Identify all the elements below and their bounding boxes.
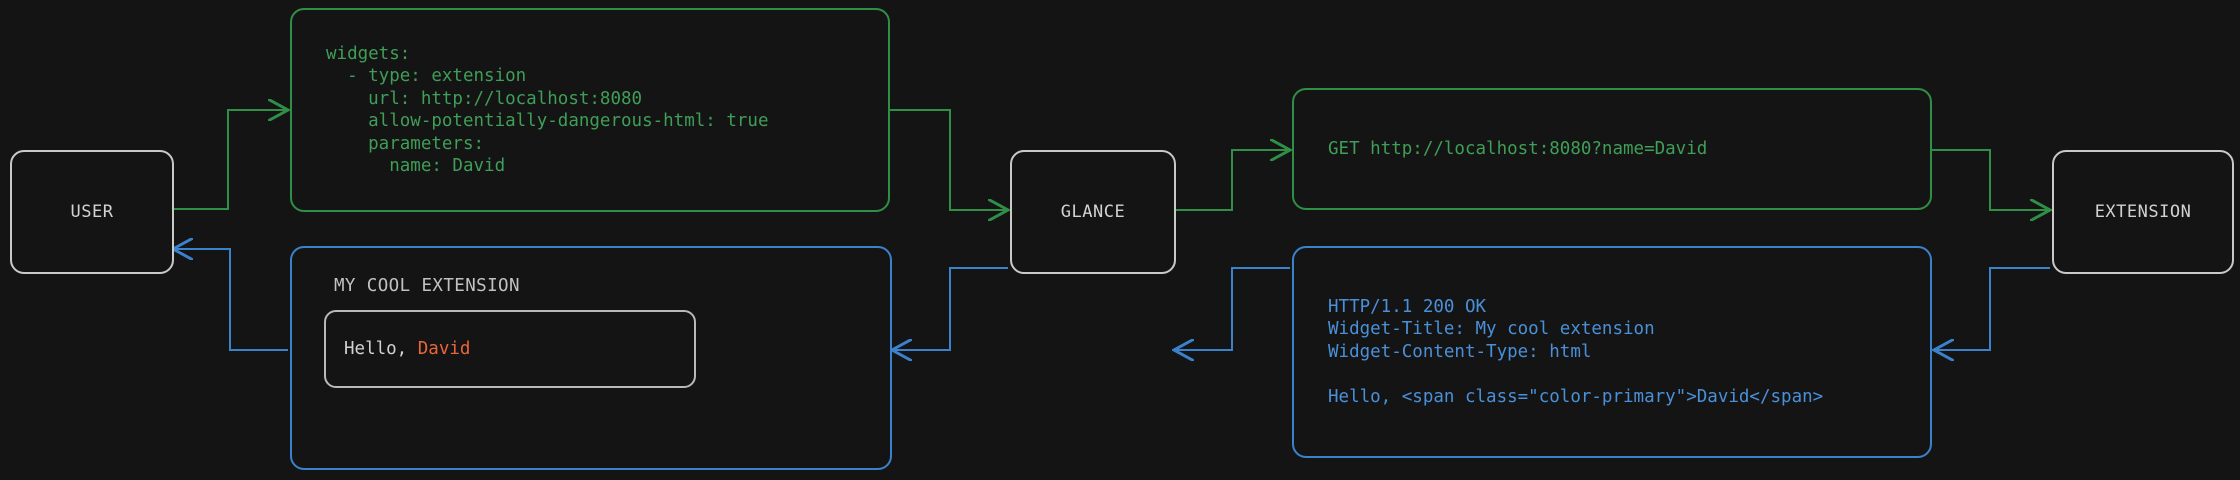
http-request-box: GET http://localhost:8080?name=David — [1292, 88, 1932, 210]
widget-greeting: Hello, David — [326, 339, 470, 359]
node-glance-label: GLANCE — [1060, 202, 1126, 222]
edge-glance-to-request — [1172, 150, 1290, 211]
edge-glance-to-widget — [892, 267, 1008, 350]
node-glance[interactable]: GLANCE — [1010, 150, 1176, 274]
edge-widget-to-user — [173, 249, 288, 351]
config-yaml-text: widgets: - type: extension url: http://l… — [326, 43, 769, 177]
edge-response-to-glance — [1174, 267, 1290, 350]
edge-extension-to-response — [1934, 267, 2050, 350]
node-user-label: USER — [70, 202, 114, 222]
widget-greeting-prefix: Hello, — [344, 339, 418, 359]
config-yaml-box: widgets: - type: extension url: http://l… — [290, 8, 890, 212]
widget-content-card: Hello, David — [324, 310, 696, 388]
node-extension[interactable]: EXTENSION — [2052, 150, 2234, 274]
http-response-box: HTTP/1.1 200 OK Widget-Title: My cool ex… — [1292, 246, 1932, 458]
widget-greeting-name: David — [417, 339, 471, 359]
rendered-widget-box: MY COOL EXTENSION Hello, David — [290, 246, 892, 470]
node-user[interactable]: USER — [10, 150, 174, 274]
widget-title: MY COOL EXTENSION — [334, 276, 520, 296]
node-extension-label: EXTENSION — [2094, 202, 2192, 222]
http-response-text: HTTP/1.1 200 OK Widget-Title: My cool ex… — [1328, 296, 1824, 407]
edge-config-to-glance — [890, 109, 1008, 210]
edge-request-to-extension — [1932, 149, 2050, 210]
http-request-text: GET http://localhost:8080?name=David — [1328, 138, 1708, 159]
